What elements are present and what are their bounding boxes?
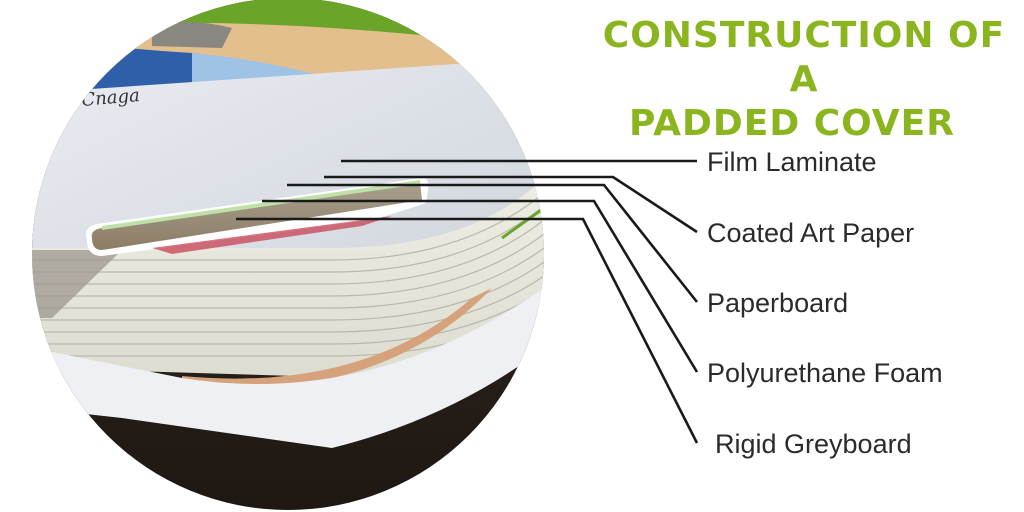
- cover-text: Cnaga: [81, 85, 141, 111]
- photo-illustration: Cnaga: [32, 0, 544, 510]
- book-cross-section-photo: Cnaga: [32, 0, 544, 510]
- label-rigid-greyboard: Rigid Greyboard: [715, 429, 912, 459]
- title-line-1: CONSTRUCTION OF A: [602, 15, 1006, 100]
- label-paperboard: Paperboard: [707, 288, 849, 318]
- label-polyurethane-foam: Polyurethane Foam: [707, 358, 943, 388]
- title-line-2: PADDED COVER: [629, 103, 955, 144]
- label-film-laminate: Film Laminate: [707, 147, 877, 177]
- label-coated-art-paper: Coated Art Paper: [707, 218, 915, 248]
- diagram-title: CONSTRUCTION OF A PADDED COVER: [560, 14, 1024, 146]
